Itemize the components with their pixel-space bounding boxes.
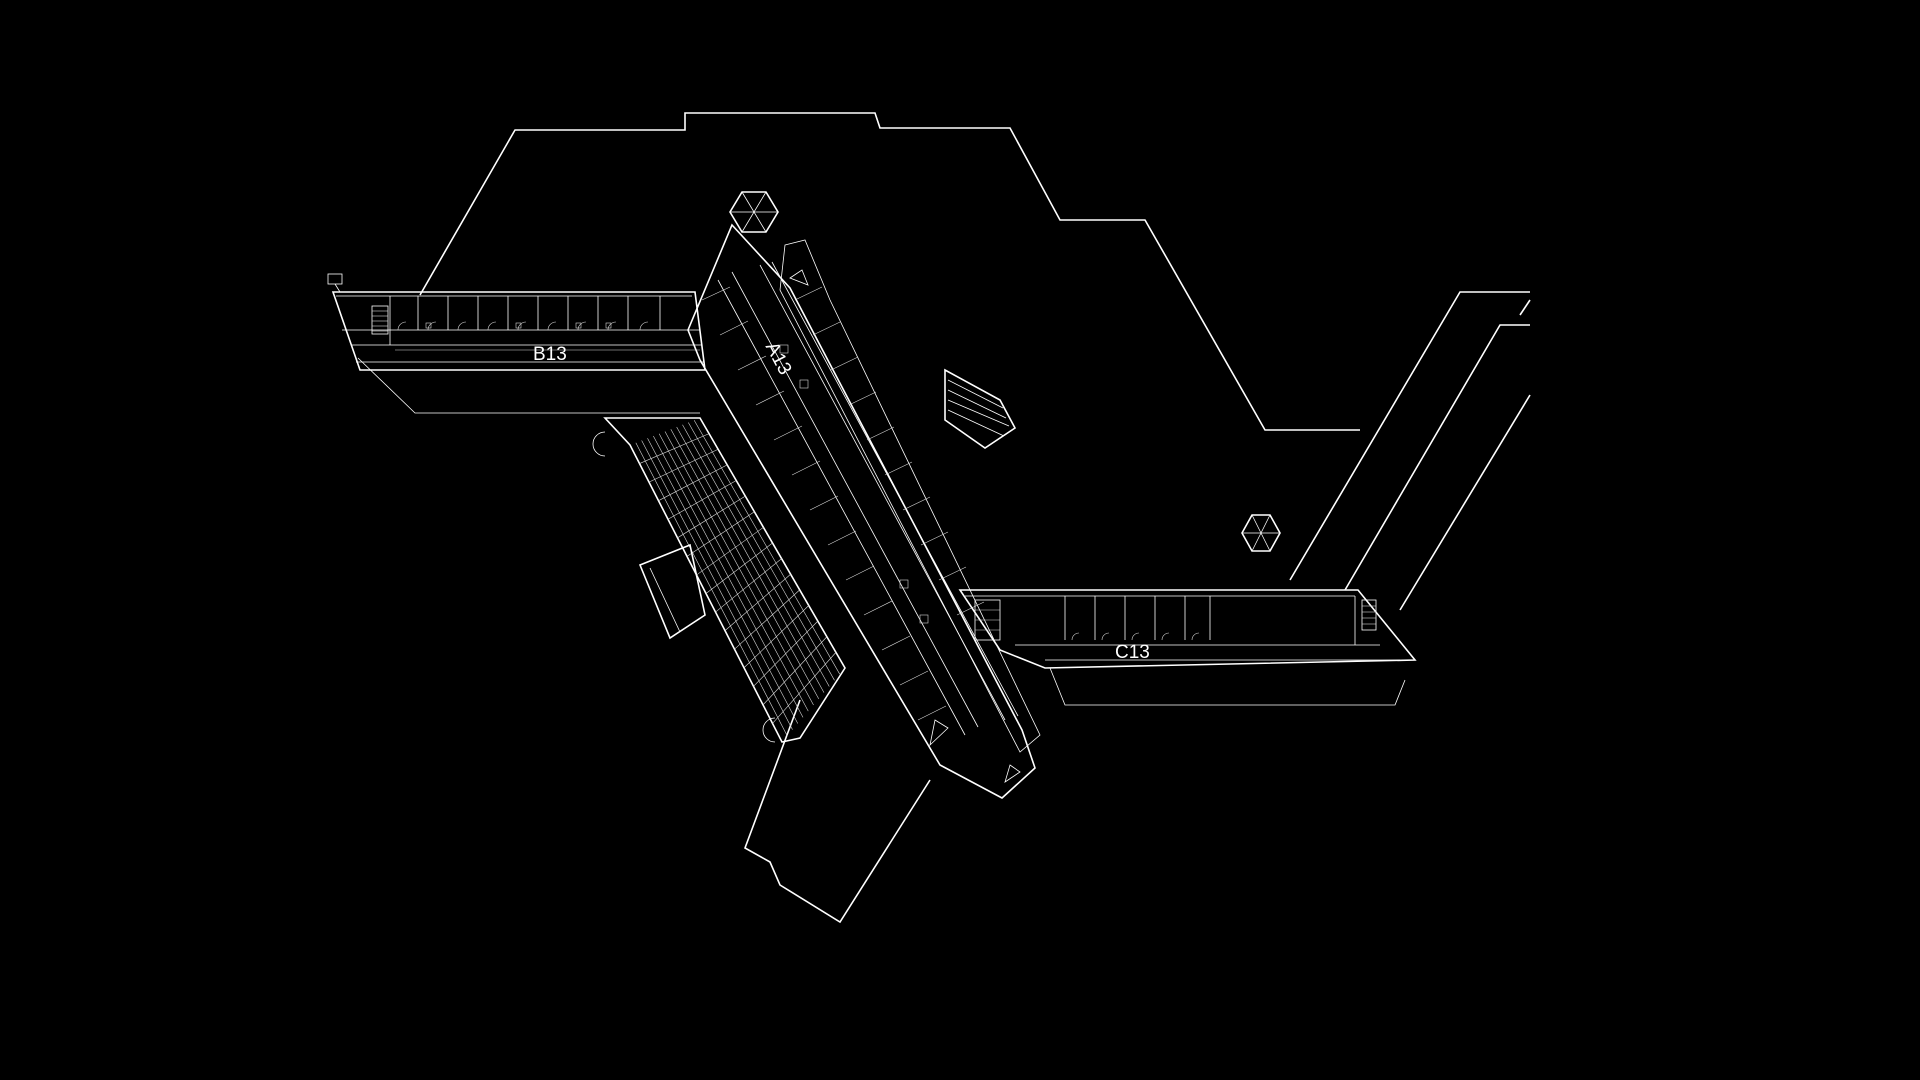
grid-line (696, 527, 764, 576)
wing-a-label: A13 (761, 339, 795, 379)
grid-line (762, 636, 828, 706)
wing-b-label: B13 (533, 344, 567, 365)
grid-line (639, 433, 710, 464)
grid-line (743, 605, 809, 668)
site-outline-east-strip (1289, 291, 1531, 611)
site-outline-north (419, 112, 1360, 431)
wing-c-label: C13 (1115, 642, 1150, 663)
grid-line (667, 480, 737, 520)
wing-c: C13 (958, 589, 1417, 706)
site-outline-south (744, 699, 931, 924)
site-outline-west-ledge (357, 357, 700, 414)
grid-line (753, 620, 819, 687)
grid-line (686, 511, 755, 557)
grid-line (648, 448, 719, 483)
grid-line (724, 574, 791, 631)
grid-line (677, 495, 746, 539)
grid-line (734, 589, 800, 650)
grid-line (715, 558, 782, 613)
stair-block (944, 368, 1017, 449)
grid-line (705, 542, 773, 594)
wing-a: A13 (687, 223, 1041, 799)
grid-line (658, 464, 728, 501)
grid-line (772, 652, 837, 724)
wing-b: B13 (327, 273, 706, 371)
courtyard-grid (592, 417, 846, 743)
